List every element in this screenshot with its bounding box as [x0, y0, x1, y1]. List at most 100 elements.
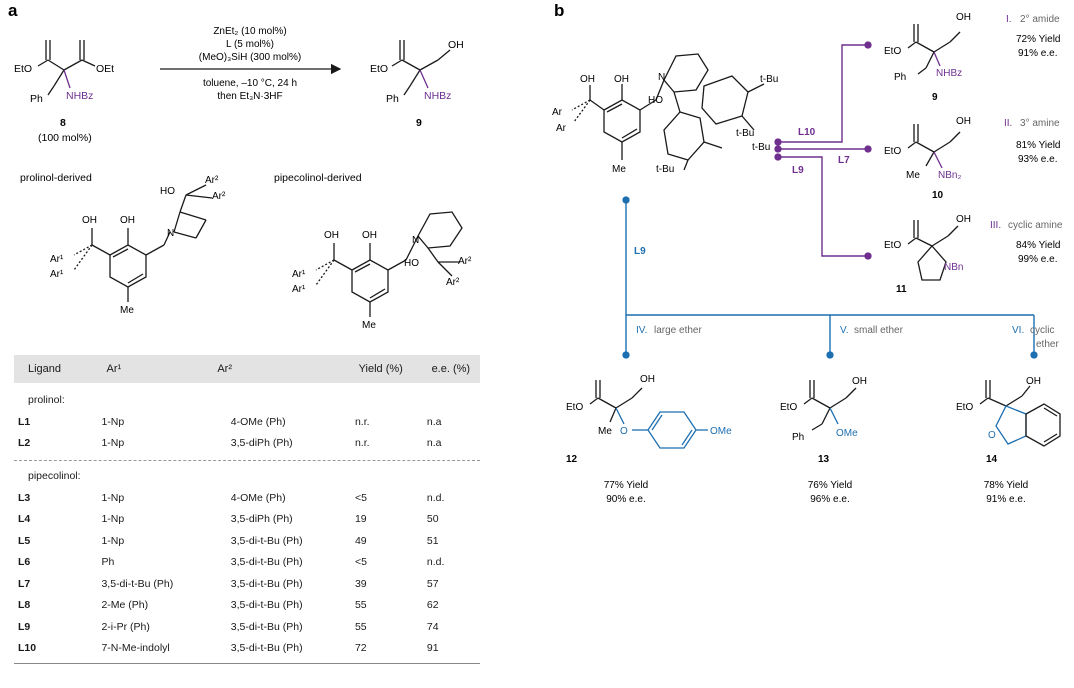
p4-sub: Me [598, 426, 612, 437]
p5-sub: Ph [792, 432, 804, 443]
p3-yield: 84% Yield [1016, 240, 1060, 251]
substrate-8-structure [37, 40, 96, 96]
cell-ar1: 1-Np [101, 437, 125, 450]
cell-ar1: 7-N-Me-indolyl [101, 642, 170, 655]
purple-connectors [774, 41, 872, 260]
cell-yield: <5 [354, 491, 367, 504]
cell-ar1: 2-i-Pr (Ph) [101, 620, 150, 633]
header-ligand: Ligand [28, 363, 62, 375]
p5-roman: V. [840, 325, 849, 336]
panel-a-label: a [8, 1, 18, 20]
p6-number: 14 [986, 454, 998, 465]
table-divider [14, 460, 480, 461]
p6-class-2: ether [1036, 339, 1059, 350]
product-ester: EtO [370, 63, 388, 75]
pipecolinol-oh-2: OH [362, 230, 377, 241]
p5-ome: OMe [836, 428, 858, 439]
p2-roman: II. [1004, 118, 1012, 129]
prolinol-me: Me [120, 305, 134, 316]
cell-ee: 74 [426, 620, 439, 633]
panel-b-ligand-structure [571, 53, 765, 171]
cell-ar2: 3,5-diPh (Ph) [230, 513, 293, 526]
product-number: 9 [416, 117, 422, 129]
section-prolinol: prolinol: [28, 394, 65, 406]
conditions-line2: L (5 mol%) [226, 39, 274, 50]
product-benzyl: Ph [386, 93, 399, 105]
cell-ar2: 3,5-di-t-Bu (Ph) [230, 599, 303, 612]
cell-ar1: Ph [101, 556, 115, 569]
product-i-structure [907, 24, 961, 75]
prolinol-ar2-a: Ar² [205, 175, 219, 186]
p5-ee: 96% e.e. [810, 494, 849, 505]
cell-yield: 72 [354, 642, 367, 655]
p1-oh: OH [956, 12, 971, 23]
p3-roman: III. [990, 220, 1001, 231]
cell-ee: n.d. [426, 491, 445, 504]
b-ligand-ar-1: Ar [552, 107, 563, 118]
table-header-row: Ligand Ar¹ Ar² Yield (%) e.e. (%) [14, 355, 480, 383]
cell-ligand: L2 [18, 437, 31, 450]
cell-ee: 50 [426, 513, 439, 526]
header-ar2: Ar² [217, 363, 232, 375]
b-ligand-tbu-2: t-Bu [736, 128, 754, 139]
cell-yield: 39 [354, 577, 367, 590]
prolinol-oh-1: OH [82, 215, 97, 226]
cell-ee: n.a [426, 437, 442, 450]
prolinol-n: N [167, 228, 174, 239]
cell-ar2: 3,5-di-t-Bu (Ph) [230, 556, 303, 569]
p2-yield: 81% Yield [1016, 140, 1060, 151]
cell-ar1: 1-Np [101, 415, 125, 428]
pipecolinol-ar1-b: Ar¹ [292, 284, 306, 295]
conditions-line3: (MeO)₃SiH (300 mol%) [199, 52, 301, 63]
p5-oh: OH [852, 376, 867, 387]
prolinol-ar1-b: Ar¹ [50, 269, 64, 280]
p4-o: O [620, 426, 628, 437]
cell-yield: 55 [354, 599, 367, 612]
p6-oh: OH [1026, 376, 1041, 387]
pipecolinol-ar1-a: Ar¹ [292, 269, 306, 280]
prolinol-oh-2: OH [120, 215, 135, 226]
p2-number: 10 [932, 190, 944, 201]
cell-yield: 19 [354, 513, 367, 526]
cell-ar2: 3,5-di-t-Bu (Ph) [230, 534, 303, 547]
p1-roman: I. [1006, 14, 1012, 25]
cell-ee: n.a [426, 415, 442, 428]
cell-ar2: 3,5-diPh (Ph) [230, 437, 293, 450]
cell-ar2: 3,5-di-t-Bu (Ph) [230, 620, 303, 633]
product-vi-structure [979, 380, 1061, 447]
substrate-ester-right: OEt [96, 63, 114, 75]
p4-yield: 77% Yield [604, 480, 648, 491]
cell-ligand: L9 [18, 620, 31, 633]
pipecolinol-title: pipecolinol-derived [274, 172, 362, 184]
blue-connectors [622, 196, 1038, 359]
p3-class: cyclic amine [1008, 220, 1063, 231]
cell-ar1: 3,5-di-t-Bu (Ph) [101, 577, 174, 590]
cell-yield: 49 [354, 534, 367, 547]
p3-oh: OH [956, 214, 971, 225]
conditions-line4: toluene, –10 °C, 24 h [203, 78, 297, 89]
cell-yield: n.r. [354, 415, 370, 428]
p4-roman: IV. [636, 325, 647, 336]
cell-yield: 55 [354, 620, 367, 633]
header-ar1: Ar¹ [106, 363, 122, 375]
substrate-amide: NHBz [66, 90, 93, 102]
p3-n: NBn [944, 262, 963, 273]
p6-ee: 91% e.e. [986, 494, 1025, 505]
p2-ee: 93% e.e. [1018, 154, 1057, 165]
pipecolinol-ho: HO [404, 258, 419, 269]
substrate-benzyl: Ph [30, 93, 43, 105]
p5-number: 13 [818, 454, 830, 465]
p3-ee: 99% e.e. [1018, 254, 1057, 265]
product-iii-structure [907, 220, 959, 281]
cell-ee: 51 [426, 534, 439, 547]
cell-ligand: L10 [18, 642, 37, 655]
b-ligand-ar-2: Ar [556, 123, 567, 134]
cell-ar2: 4-OMe (Ph) [230, 491, 286, 504]
